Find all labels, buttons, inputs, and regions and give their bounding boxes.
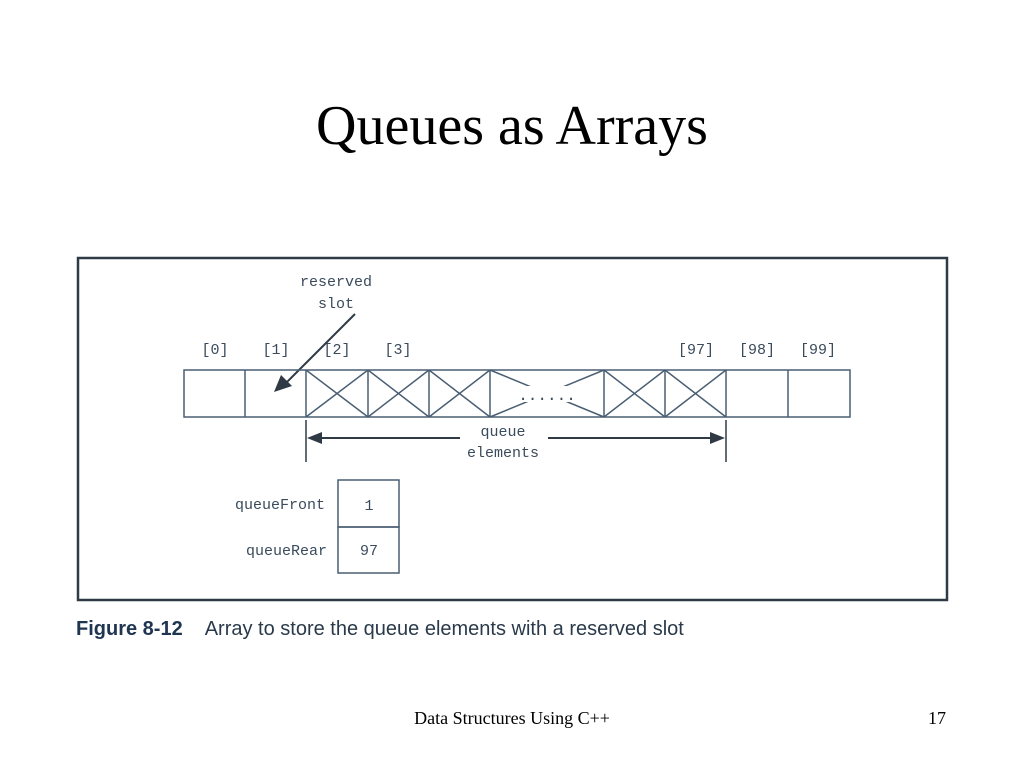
index-label-98: [98] [739,342,775,359]
index-label-97: [97] [678,342,714,359]
occupied-cell-mark [664,369,727,418]
index-label-3: [3] [384,342,411,359]
queue-label-line1: queue [480,424,525,441]
footer-course-title: Data Structures Using C++ [414,708,610,728]
ellipsis-background [516,386,578,402]
figure-caption-label: Figure 8-12 [76,618,183,640]
reserved-slot-arrowhead [274,375,292,392]
occupied-cell-mark [428,369,491,418]
index-label-99: [99] [800,342,836,359]
index-label-2: [2] [323,342,350,359]
figure-frame [76,256,949,602]
span-arrowhead-left [307,432,322,444]
reserved-label-line2: slot [318,296,354,313]
slide-title: Queues as Arrays [316,95,708,157]
index-label-0: [0] [201,342,228,359]
reserved-slot-arrow [284,313,356,385]
span-arrowhead-right [710,432,725,444]
figure-caption-text: Array to store the queue elements with a… [204,618,684,640]
ellipsis-text: ...... [518,387,576,405]
index-label-1: [1] [262,342,289,359]
array-outline [183,369,851,418]
footer-page-number: 17 [928,708,946,728]
occupied-cell-mark [603,369,666,418]
figure-caption: Figure 8-12 Array to store the queue elem… [76,618,684,641]
queue-label-line2: elements [467,445,539,462]
queue-front-label: queueFront [235,497,325,514]
queue-rear-label: queueRear [246,543,327,560]
occupied-cell-mark [305,369,369,418]
queue-rear-box [337,526,400,574]
queue-front-value: 1 [364,498,373,515]
queue-rear-value: 97 [360,543,378,560]
occupied-cell-mark [367,369,430,418]
reserved-label-line1: reserved [300,274,372,291]
